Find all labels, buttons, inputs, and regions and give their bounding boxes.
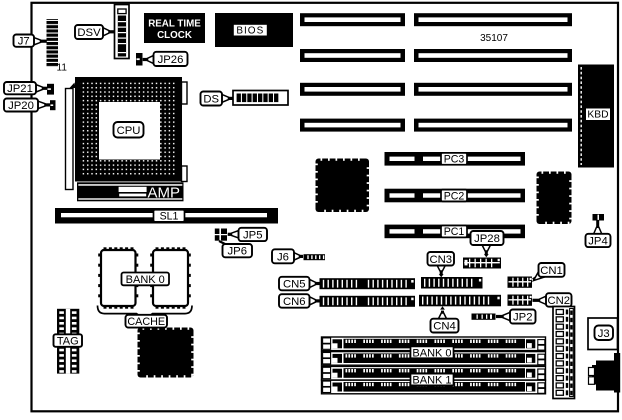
svg-text:JP28: JP28: [474, 233, 500, 245]
svg-text:CACHE: CACHE: [127, 316, 165, 328]
svg-text:CN2: CN2: [547, 295, 570, 307]
svg-text:BANK 0: BANK 0: [412, 347, 451, 359]
svg-text:BANK 1: BANK 1: [412, 374, 451, 386]
svg-text:JP20: JP20: [8, 100, 34, 112]
svg-text:JP2: JP2: [513, 312, 532, 324]
svg-text:CN5: CN5: [283, 279, 306, 291]
svg-text:J3: J3: [598, 328, 610, 340]
svg-text:BANK 0: BANK 0: [126, 274, 165, 286]
svg-text:JP5: JP5: [243, 230, 262, 242]
svg-text:35107: 35107: [480, 33, 508, 44]
svg-text:SL1: SL1: [160, 211, 179, 223]
svg-text:JP4: JP4: [588, 236, 607, 248]
svg-text:JP26: JP26: [158, 54, 184, 66]
svg-text:J7: J7: [18, 36, 30, 48]
svg-text:DSV: DSV: [77, 27, 101, 39]
svg-text:REAL TIME: REAL TIME: [148, 19, 201, 30]
svg-text:J6: J6: [277, 251, 289, 263]
svg-text:CN3: CN3: [429, 254, 452, 266]
svg-text:DS: DS: [203, 94, 219, 106]
svg-text:JP21: JP21: [7, 83, 33, 95]
svg-text:CN1: CN1: [540, 265, 563, 277]
svg-text:PC1: PC1: [444, 226, 465, 238]
svg-text:PC2: PC2: [444, 190, 465, 202]
svg-text:CN4: CN4: [433, 321, 456, 333]
svg-text:KBD: KBD: [587, 110, 608, 121]
svg-text:CN6: CN6: [283, 296, 306, 308]
svg-text:JP6: JP6: [228, 246, 247, 258]
svg-text:AMP: AMP: [148, 185, 181, 202]
svg-text:BIOS: BIOS: [236, 26, 264, 37]
svg-text:CLOCK: CLOCK: [157, 30, 192, 41]
svg-text:PC3: PC3: [444, 154, 465, 166]
svg-text:CPU: CPU: [117, 125, 141, 137]
svg-text:11: 11: [57, 63, 68, 74]
svg-text:TAG: TAG: [57, 336, 79, 348]
